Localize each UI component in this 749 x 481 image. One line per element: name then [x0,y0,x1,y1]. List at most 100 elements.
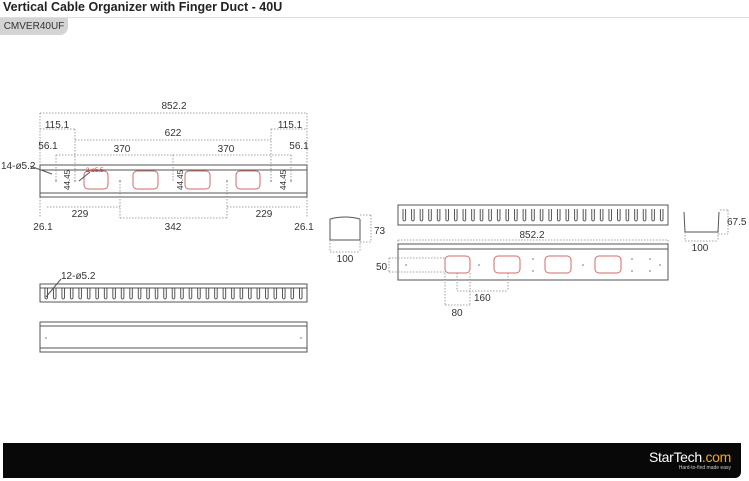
footer-band: StarTech.com Hard-to-find made easy [3,443,741,478]
finger-slot [419,209,424,222]
finger-slot [539,209,544,222]
leader-arrow [78,171,91,182]
finger-slot [273,288,278,300]
finger-slot [411,209,415,222]
finger-slot [103,288,108,300]
dim-bottom-left: 229 [72,209,89,220]
dim-bottom-center: 342 [165,222,182,233]
leader-arrow [45,278,62,298]
slot [493,255,521,274]
rear-view: 852.2 50 80 160 [376,230,669,319]
slot [544,255,572,274]
finger-top-view [397,204,669,226]
rail-outline [39,164,308,198]
finger-slot [531,209,535,222]
dim-duct-height: 67.5 [727,217,747,228]
finger-slot [112,288,116,300]
dim-slot-width: 80 [451,308,463,319]
finger-slot [453,209,458,222]
finger-slot [582,209,587,222]
finger-slot [436,209,441,222]
dim-right-end: 115.1 [278,120,303,131]
slot [444,255,471,274]
leader-arrow [29,165,53,175]
finger-slot [617,209,621,222]
dim-bottom-right: 229 [256,209,273,220]
finger-slot [197,288,201,300]
finger-slot [659,209,664,222]
finger-slot [129,288,133,300]
finger-slot [95,288,99,300]
finger-slot [634,209,638,222]
finger-slot [78,288,82,300]
end-cover-view: 73 100 [329,214,386,265]
finger-slot [282,288,286,300]
dim-pitch: 44.45 [176,169,185,190]
slot [83,170,109,190]
finger-slot [205,288,210,300]
finger-slot [599,209,604,222]
finger-slot [214,288,218,300]
sku-badge: CMVER40UF [0,18,68,35]
slot [594,255,622,274]
finger-slot [642,209,647,222]
finger-slot [61,288,65,300]
finger-slot [171,288,176,300]
finger-slot [120,288,125,300]
dim-duct-width: 100 [692,243,709,254]
finger-slot [608,209,613,222]
finger-slot [52,288,57,300]
finger-slot [471,209,475,222]
finger-slot [402,209,407,222]
finger-slot [290,288,295,300]
finger-slot [188,288,193,300]
finger-slot [522,209,527,222]
dim-offset: 50 [376,262,388,273]
dim-cover-height: 73 [374,226,386,237]
finger-slot [505,209,510,222]
finger-slot [574,209,578,222]
slot [132,170,159,190]
finger-slot [591,209,595,222]
dim-overall: 852.2 [161,101,186,112]
small-holes-note: 2-ø5.5 [86,168,104,174]
dim-span-right: 370 [218,144,235,155]
finger-slot [265,288,269,300]
finger-slot [146,288,150,300]
finger-slot [479,209,484,222]
finger-slot [86,288,91,300]
slot [235,170,261,190]
finger-slot [556,209,561,222]
dim-edge-left: 26.1 [33,222,53,233]
finger-slot [239,288,244,300]
finger-slot [514,209,518,222]
finger-slot [137,288,142,300]
finger-slot [651,209,655,222]
dim-center: 622 [165,128,182,139]
dim-left-end: 115.1 [45,120,70,131]
finger-slot [154,288,159,300]
page-title: Vertical Cable Organizer with Finger Duc… [3,0,283,14]
slot [184,170,211,190]
finger-slot [565,209,570,222]
dim-rear-overall: 852.2 [519,230,544,241]
finger-slot [248,288,252,300]
finger-slot [44,288,49,300]
finger-slot [180,288,184,300]
finger-slot [496,209,501,222]
dim-pitch: 44.45 [279,169,288,190]
finger-holes-note: 12-ø5.2 [61,271,96,282]
front-view: 852.2 115.1 115.1 622 56.1 56.1 370 370 … [1,101,314,233]
finger-slot [462,209,467,222]
finger-slot [231,288,235,300]
dim-left-small: 56.1 [38,141,58,152]
finger-slot [625,209,630,222]
dim-pitch: 44.45 [63,169,72,190]
finger-slot [256,288,261,300]
finger-slot [488,209,492,222]
finger-slot [548,209,552,222]
dim-right-small: 56.1 [289,141,309,152]
finger-side-view: 12-ø5.2 [39,271,308,353]
dim-cover-width: 100 [337,254,354,265]
